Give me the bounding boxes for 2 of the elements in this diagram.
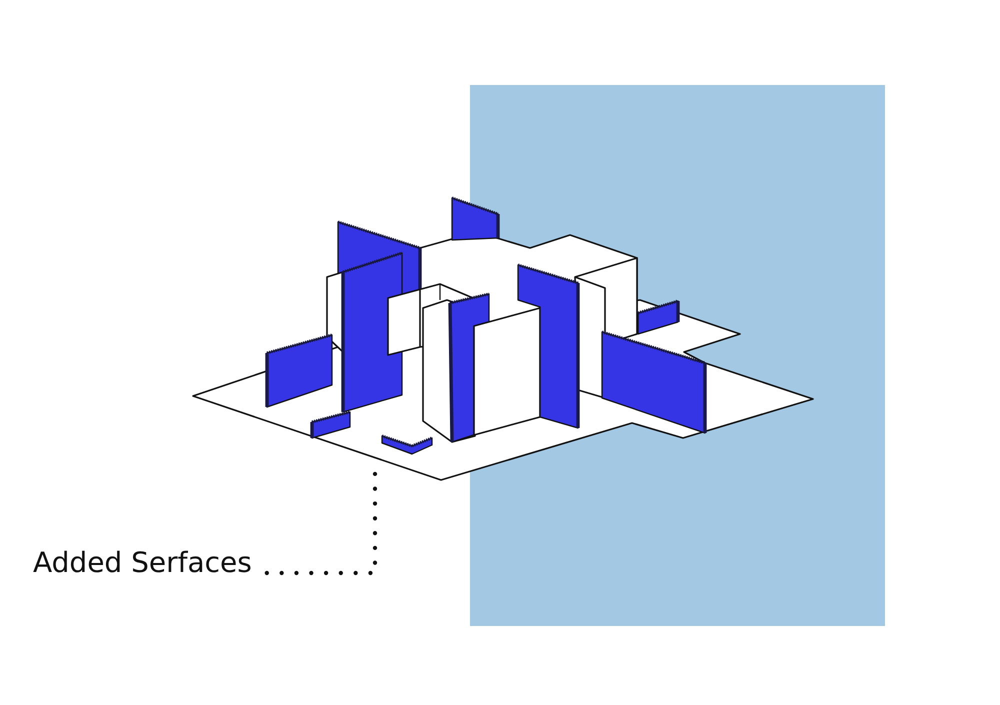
building-model-illustration	[190, 195, 816, 483]
callout-label: Added Serfaces	[33, 546, 252, 579]
